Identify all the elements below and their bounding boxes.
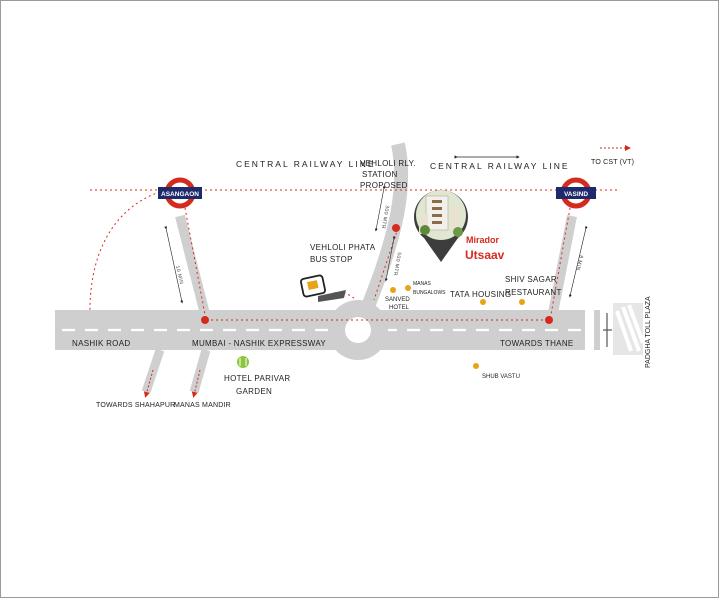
asangaon-station-label: ASANGAON [161, 191, 199, 198]
vasind-station-label: VASIND [564, 191, 588, 198]
shub-vastu-dot [473, 363, 479, 369]
vasind-road [547, 215, 577, 319]
toll-plaza-icon [613, 303, 645, 355]
railway-curve [89, 191, 161, 311]
tata-housing-dot [480, 299, 486, 305]
to-cst-label: TO CST (VT) [591, 159, 634, 166]
distance-project-road: 500 MTR [384, 236, 402, 282]
svg-text:300 MTR: 300 MTR [380, 205, 390, 230]
manas-bungalows-dot [390, 287, 396, 293]
bus-icon [300, 274, 346, 302]
tata-housing-label: TATA HOUSING [450, 290, 511, 299]
vasind-route [549, 207, 571, 321]
railway-line-label-left: CENTRAL RAILWAY LINE [236, 159, 376, 169]
distance-vasind: 8 MIN [568, 226, 588, 298]
expressway-label: MUMBAI - NASHIK EXPRESSWAY [192, 339, 326, 348]
junction-station [392, 224, 400, 232]
svg-text:8 MIN: 8 MIN [574, 255, 583, 272]
shub-vastu-label: SHUB VASTU [482, 374, 520, 380]
manas-bungalows-label-1: MANAS [413, 281, 431, 287]
sanved-hotel-label-2: HOTEL [389, 305, 410, 311]
vasind-station-icon: VASIND [556, 177, 596, 209]
asangaon-route [184, 207, 207, 321]
shahapur-arrow [143, 369, 154, 398]
railway-line-label-right: CENTRAL RAILWAY LINE [430, 161, 570, 171]
hotel-parivar-label-2: GARDEN [236, 387, 272, 396]
towards-shahapur-label: TOWARDS SHAHAPUR [96, 402, 175, 409]
shiv-sagar-label-2: RESTAURANT [505, 288, 562, 297]
project-location-pin [414, 190, 468, 262]
vehloli-station-label-3: PROPOSED [360, 181, 408, 190]
junction-vasind [545, 316, 553, 324]
towards-thane-label: TOWARDS THANE [500, 339, 574, 348]
nashik-road-label: NASHIK ROAD [72, 339, 130, 348]
station-road [359, 142, 409, 315]
bus-stop-label-2: BUS STOP [310, 255, 353, 264]
distance-asangaon: 10 MIN [164, 226, 184, 304]
asangaon-station-icon: ASANGAON [158, 177, 202, 209]
manas-mandir-label: MANAS MANDIR [174, 402, 231, 409]
vehloli-station-label-1: VEHLOLI RLY. [360, 159, 416, 168]
hotel-icon [237, 356, 249, 368]
hotel-parivar-label-1: HOTEL PARIVAR [224, 374, 290, 383]
vehloli-station-label-2: STATION [362, 170, 398, 179]
distance-vehloli: 300 MTR [374, 186, 390, 232]
bus-stop-label-1: VEHLOLI PHATA [310, 243, 376, 252]
toll-plaza-label: PADGHA TOLL PLAZA [645, 296, 652, 368]
toll-road-segment [594, 310, 600, 350]
manas-bungalows-dot-2 [405, 285, 411, 291]
junction-asangaon [201, 316, 209, 324]
asangaon-road [175, 214, 211, 320]
svg-text:10 MIN: 10 MIN [174, 265, 184, 285]
project-name: Utsaav [465, 248, 505, 262]
shiv-sagar-dot [519, 299, 525, 305]
manas-mandir-arrow [191, 369, 201, 398]
svg-text:500 MTR: 500 MTR [392, 252, 402, 277]
roundabout-island [345, 317, 371, 343]
shiv-sagar-label-1: SHIV SAGAR [505, 275, 557, 284]
sanved-hotel-label-1: SANVED [385, 297, 410, 303]
project-brand: Mirador [466, 235, 500, 245]
manas-bungalows-label-2: BUNGALOWS [413, 290, 446, 296]
